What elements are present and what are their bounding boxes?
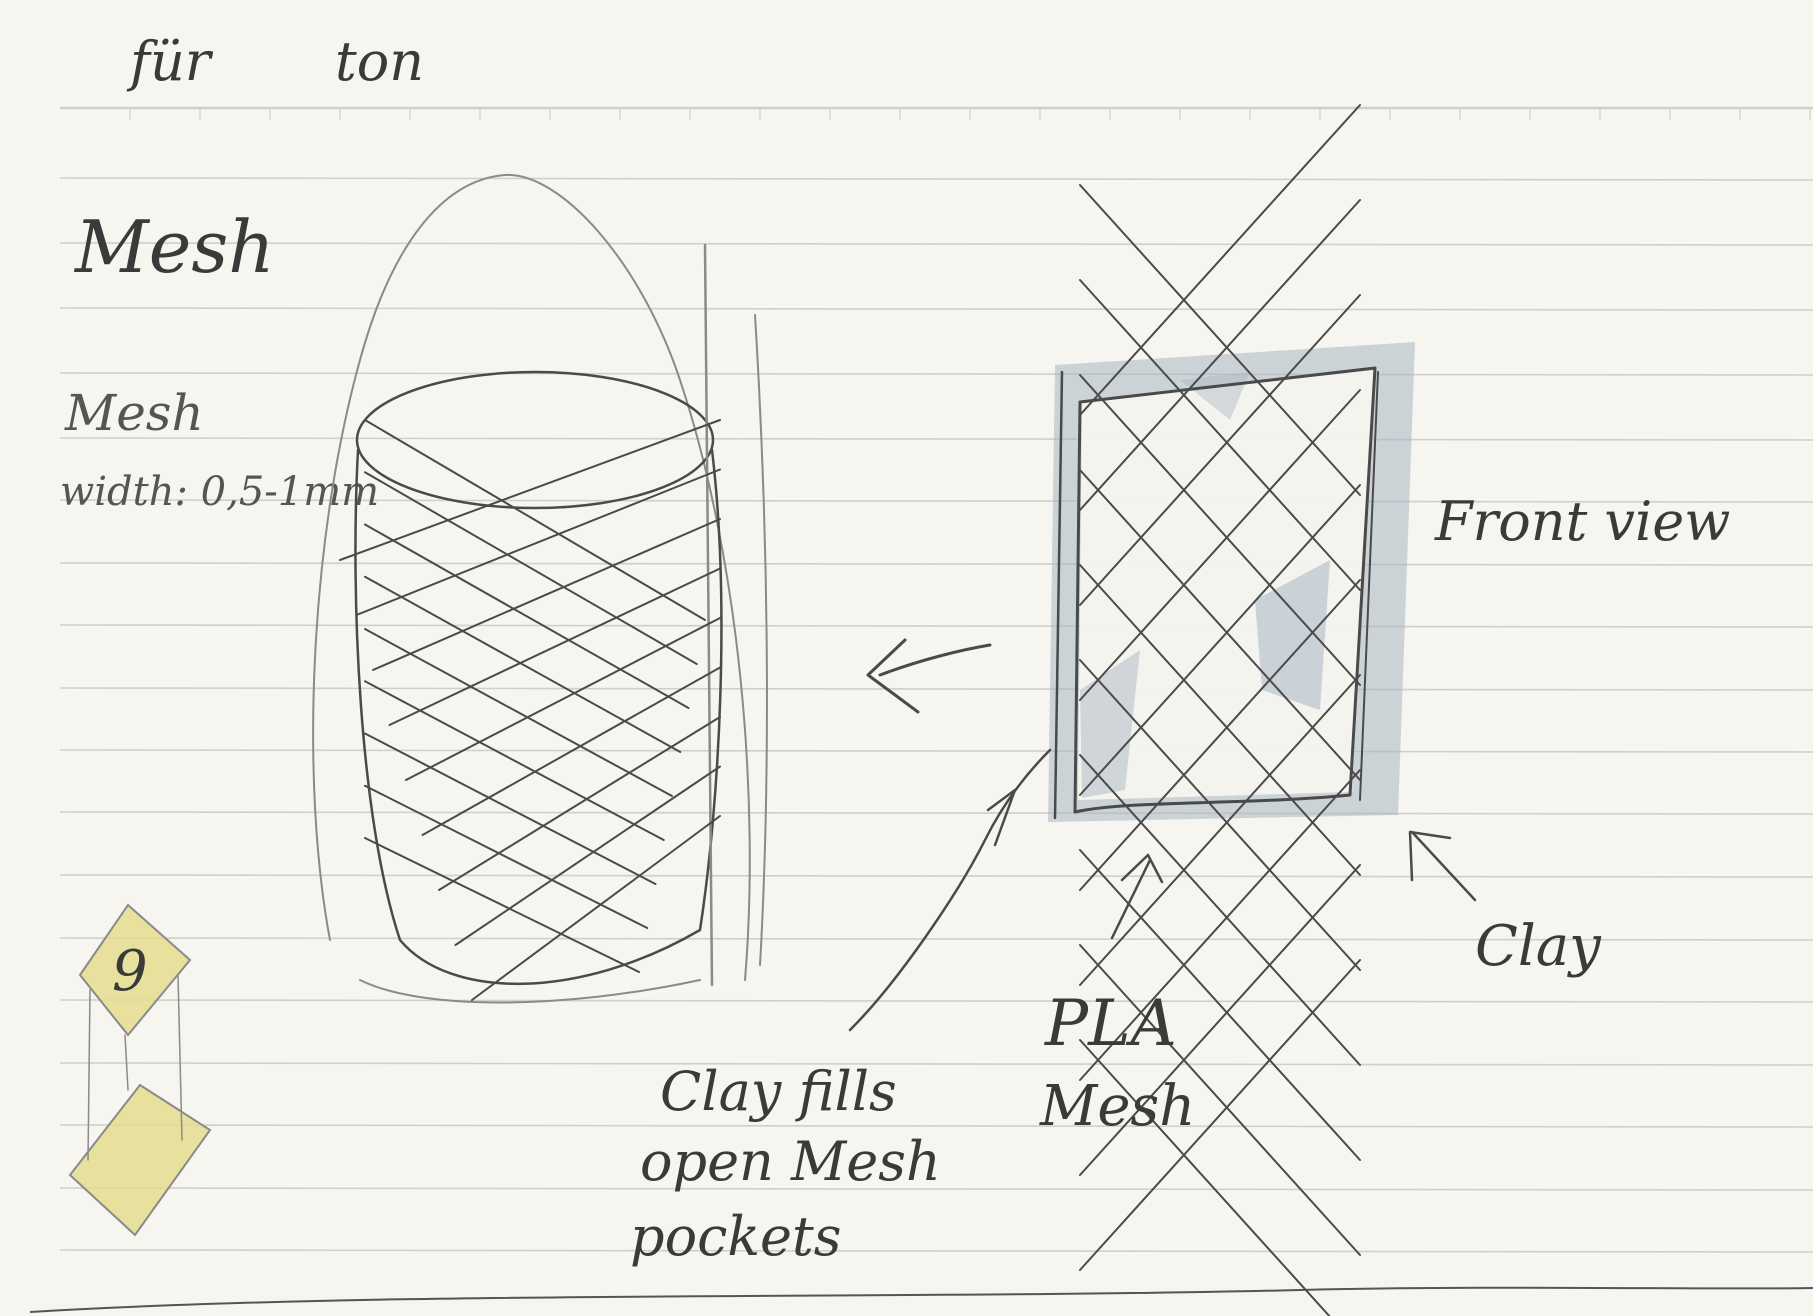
pla-label-line2: Mesh [1039,1074,1195,1139]
pencil-stroke [365,838,639,972]
pencil-stroke [60,308,1813,310]
fill-note-line1: Clay fills [660,1060,897,1123]
pencil-stroke [60,1125,1813,1127]
pencil-stroke [365,577,680,752]
pencil-stroke [365,681,664,840]
header-right-word: ton [335,30,424,93]
header-left-word: für [126,30,214,93]
pencil-stroke [60,1063,1813,1065]
page-number: 9 [112,939,148,1004]
pencil-stroke [365,420,705,620]
pencil-stroke [365,629,672,796]
clay-label: Clay [1475,914,1602,979]
fill-note-line2: open Mesh [640,1130,941,1193]
pla-label-line1: PLA [1044,987,1177,1061]
pencil-stroke [60,178,1813,180]
page-number-marker: 9 [70,905,210,1235]
pencil-stroke [365,525,689,709]
rotation-arrow [868,640,990,712]
page-edge [30,1288,1813,1312]
notes-width-label: Mesh [64,384,204,442]
notes-title: Mesh [73,205,275,289]
pencil-stroke [60,243,1813,245]
pencil-stroke [60,1000,1813,1002]
pencil-stroke [60,373,1813,375]
front-view-label: Front view [1434,490,1730,553]
pencil-stroke [60,1250,1813,1252]
cylinder-mesh-sketch [313,175,767,1003]
fill-note-line3: pockets [630,1205,841,1268]
pencil-stroke [60,625,1813,627]
pencil-stroke [60,750,1813,752]
pencil-stroke [60,812,1813,814]
pencil-stroke [60,875,1813,877]
pencil-stroke [60,688,1813,690]
pencil-stroke [60,438,1813,440]
